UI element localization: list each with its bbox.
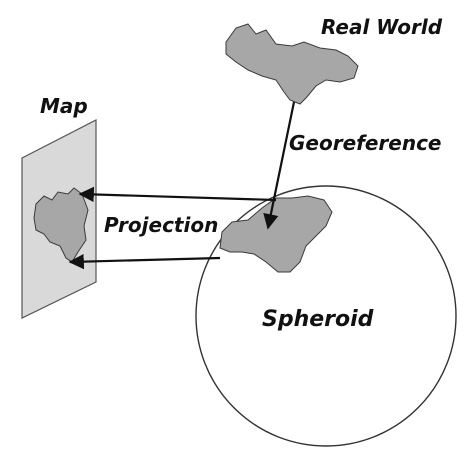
spheroid-label: Spheroid	[262, 307, 374, 332]
map-label: Map	[40, 94, 88, 118]
georeference-label: Georeference	[289, 131, 442, 155]
projection-label: Projection	[104, 213, 218, 237]
projection-arrow-upper	[78, 186, 277, 203]
spheroid-land-shape	[219, 195, 333, 273]
projection-arrow-lower	[68, 253, 221, 270]
map-land-shape	[33, 187, 89, 263]
real-world-label: Real World	[321, 15, 443, 39]
georeference-arrow	[263, 101, 296, 230]
real-world-land-shape	[225, 23, 359, 105]
